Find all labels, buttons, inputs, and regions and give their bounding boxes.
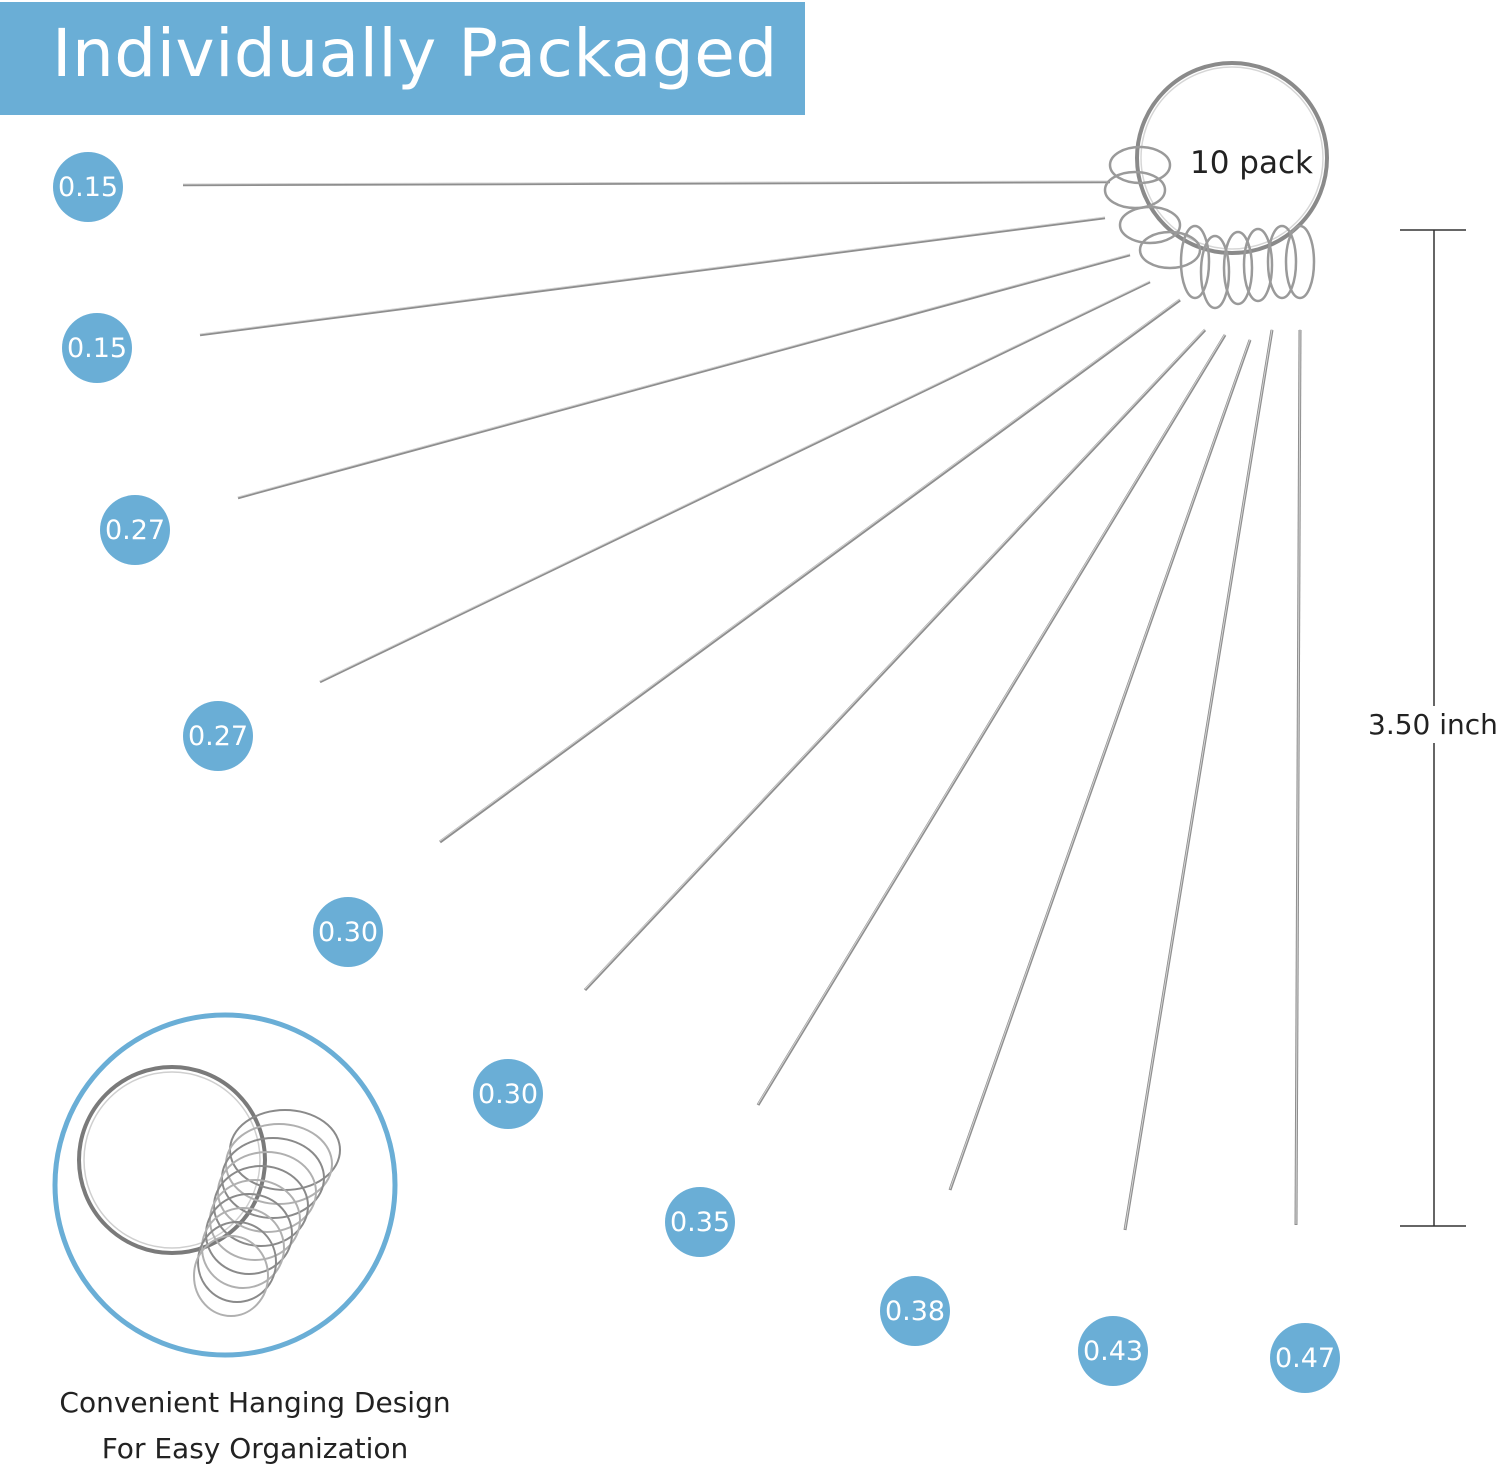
inset-loop-10 [193, 1235, 269, 1317]
wire-highlight-10 [1295, 328, 1301, 1225]
wire-6 [583, 328, 1207, 992]
inset-loop-5 [213, 1165, 309, 1247]
inset-loop-7 [205, 1193, 293, 1275]
wire-3 [237, 253, 1131, 500]
size-badge-7: 0.35 [665, 1187, 735, 1257]
wire-loop-9 [1266, 224, 1298, 300]
size-badge-5: 0.30 [313, 897, 383, 967]
wire-5 [439, 298, 1181, 844]
inset-loop-9 [197, 1221, 277, 1303]
size-badge-1: 0.15 [53, 152, 123, 222]
size-badge-9: 0.43 [1078, 1316, 1148, 1386]
size-badge-4: 0.27 [183, 701, 253, 771]
wire-loop-2 [1103, 170, 1167, 210]
inset-loop-6 [209, 1179, 301, 1261]
wire-loop-4 [1138, 230, 1202, 270]
wire-loop-3 [1118, 205, 1182, 245]
size-badge-8: 0.38 [880, 1276, 950, 1346]
wire-4 [319, 280, 1151, 684]
inset-loops [193, 1109, 341, 1317]
length-dimension-label: 3.50 inch [1368, 706, 1498, 743]
size-badge-6: 0.30 [473, 1059, 543, 1129]
wire-loop-5 [1179, 224, 1211, 300]
wire-highlight-7 [757, 333, 1226, 1105]
inset-loop-8 [201, 1207, 285, 1289]
wire-loop-6 [1199, 234, 1231, 310]
wire-7 [756, 334, 1227, 1106]
wire-highlight-8 [949, 338, 1251, 1190]
caption-line-1: Convenient Hanging Design [59, 1386, 451, 1419]
key-ring [1135, 61, 1329, 255]
wire-highlight-9 [1124, 328, 1273, 1230]
wire-loop-7 [1222, 230, 1254, 306]
wire-loop-1 [1108, 145, 1172, 185]
inset-loop-4 [217, 1151, 317, 1233]
hanging-design-caption: Convenient Hanging Design For Easy Organ… [30, 1380, 480, 1472]
wire-highlight-1 [182, 180, 1111, 185]
wire-highlight-6 [584, 328, 1206, 990]
wire-loop-8 [1242, 227, 1274, 303]
size-badge-3: 0.27 [100, 495, 170, 565]
inset-key-ring [77, 1065, 267, 1255]
wire-highlight-2 [199, 216, 1106, 335]
wire-2 [199, 216, 1106, 337]
wire-highlight-4 [319, 280, 1151, 682]
wire-highlight-3 [237, 253, 1131, 498]
wire-group [182, 145, 1316, 1231]
wire-loop-10 [1284, 224, 1316, 300]
caption-line-2: For Easy Organization [101, 1432, 409, 1465]
size-badge-10: 0.47 [1270, 1323, 1340, 1393]
wire-1 [182, 180, 1111, 187]
size-badge-2: 0.15 [62, 313, 132, 383]
wire-highlight-5 [439, 298, 1181, 842]
pack-count-label: 10 pack [1190, 145, 1313, 181]
banner-title: Individually Packaged [52, 15, 778, 92]
title-banner: Individually Packaged [0, 2, 805, 115]
hanging-detail-inset [52, 1012, 398, 1358]
